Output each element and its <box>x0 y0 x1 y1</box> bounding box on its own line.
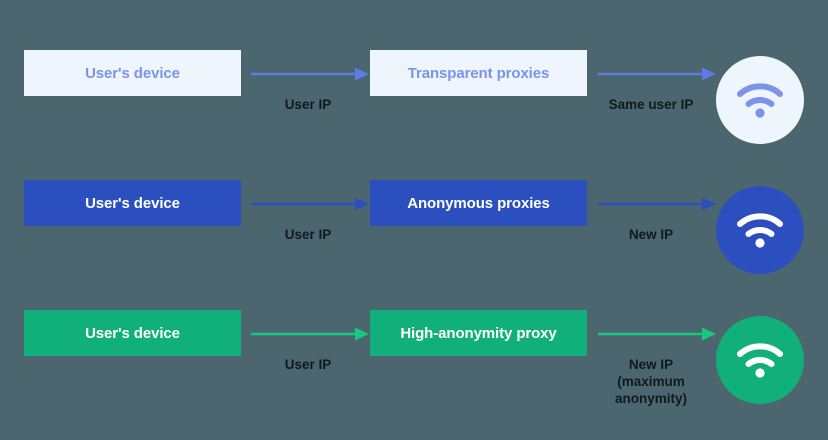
arrow-device-to-proxy <box>251 196 369 212</box>
wifi-icon <box>736 211 784 249</box>
node-users-device: User's device <box>24 50 241 96</box>
diagram-row-anonymous-proxies: User's device User IP Anonymous proxies … <box>0 158 828 288</box>
node-users-device: User's device <box>24 180 241 226</box>
node-users-device-label: User's device <box>85 64 180 82</box>
arrow-device-to-proxy <box>251 326 369 342</box>
arrow-device-to-proxy <box>251 66 369 82</box>
arrow-label-user-ip: User IP <box>284 227 332 242</box>
diagram-row-high-anonymity-proxy: User's device User IP High-anonymity pro… <box>0 288 828 418</box>
node-users-device-label: User's device <box>85 324 180 342</box>
arrow-label-new-ip-maximum-anonymity: New IP (maximum anonymity) <box>614 357 687 406</box>
endpoint-internet-transparent <box>716 56 804 144</box>
node-users-device-label: User's device <box>85 194 180 212</box>
node-anonymous-proxies-label: Anonymous proxies <box>407 194 550 212</box>
node-transparent-proxies-label: Transparent proxies <box>407 64 550 82</box>
arrow-proxy-to-internet <box>598 196 716 212</box>
node-users-device: User's device <box>24 310 241 356</box>
endpoint-internet-anonymous <box>716 186 804 274</box>
endpoint-internet-high-anonymity <box>716 316 804 404</box>
arrow-proxy-to-internet <box>598 66 716 82</box>
arrow-label-new-ip: New IP <box>628 227 674 242</box>
arrow-label-user-ip: User IP <box>284 357 332 372</box>
node-high-anonymity-proxy: High-anonymity proxy <box>370 310 587 356</box>
arrow-label-same-user-ip: Same user IP <box>608 97 694 112</box>
arrow-label-user-ip: User IP <box>284 97 332 112</box>
node-high-anonymity-proxy-label: High-anonymity proxy <box>400 324 557 342</box>
node-transparent-proxies: Transparent proxies <box>370 50 587 96</box>
arrow-proxy-to-internet <box>598 326 716 342</box>
wifi-icon <box>736 341 784 379</box>
node-anonymous-proxies: Anonymous proxies <box>370 180 587 226</box>
diagram-row-transparent-proxies: User's device User IP Transparent proxie… <box>0 28 828 158</box>
wifi-icon <box>736 81 784 119</box>
